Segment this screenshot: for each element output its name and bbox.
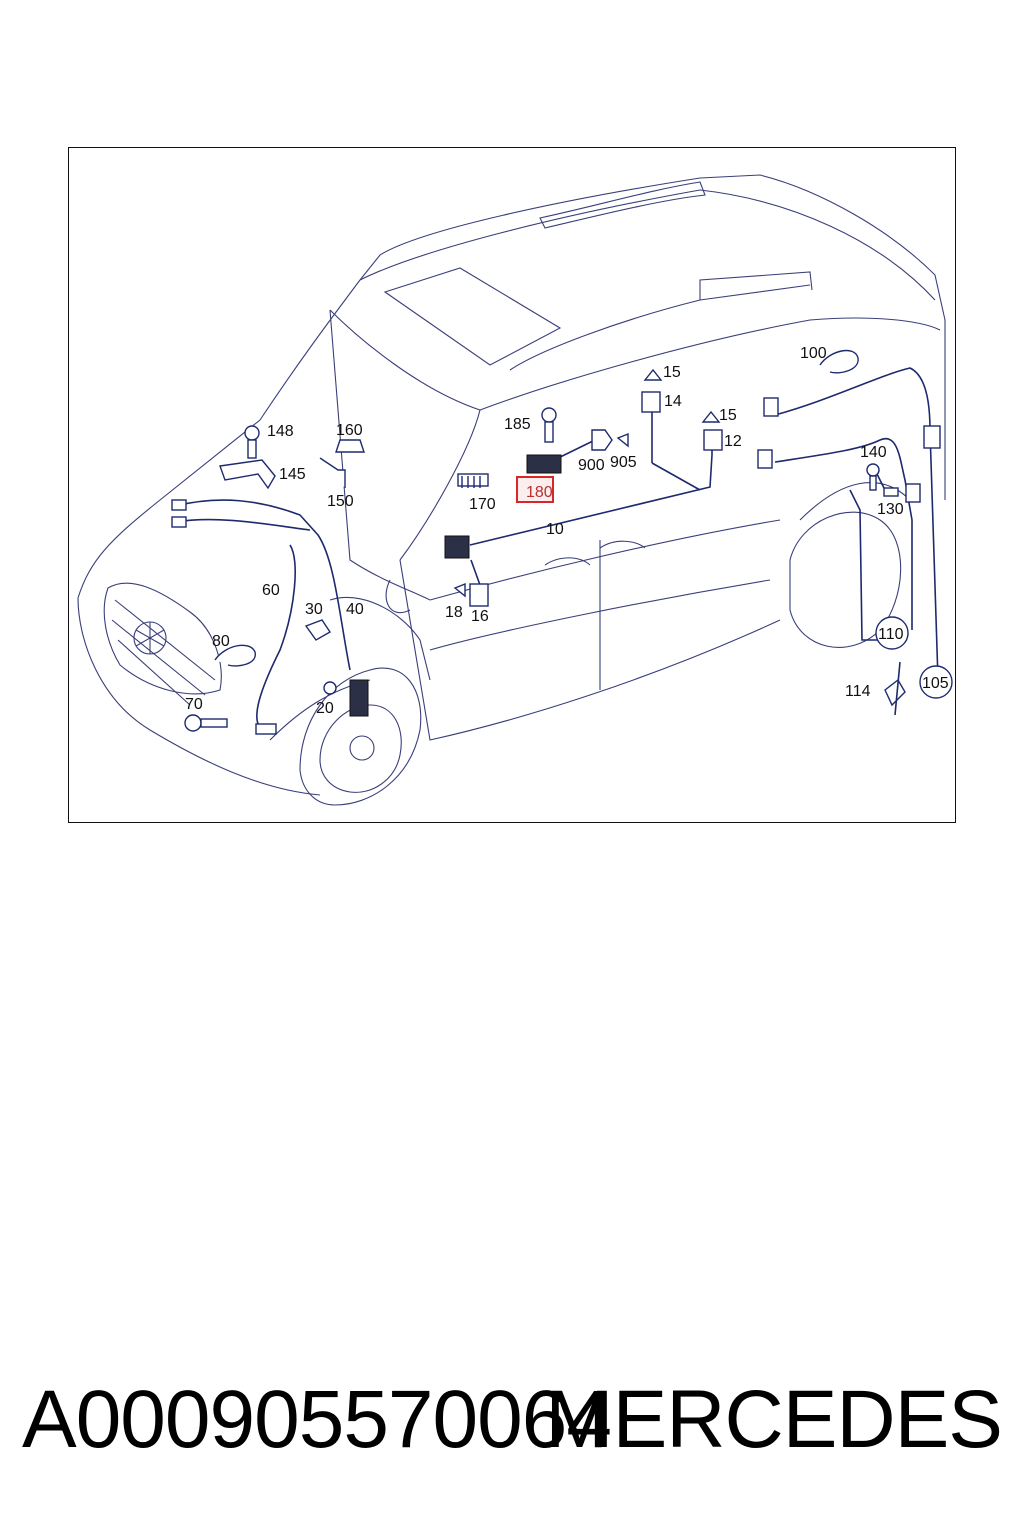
part-icons <box>171 349 953 735</box>
bracket-150-icon <box>319 457 346 488</box>
callout-12[interactable]: 12 <box>724 433 742 450</box>
bolt-185-icon <box>541 407 557 423</box>
module-180-icon <box>526 454 562 474</box>
connector-900-icon <box>591 429 613 451</box>
callout-15b[interactable]: 15 <box>719 407 737 424</box>
callout-110[interactable]: 110 <box>878 626 904 643</box>
fuses-170-icon <box>457 473 489 488</box>
callout-18[interactable]: 18 <box>445 604 463 621</box>
sensor-rear-lower-icon <box>757 449 773 469</box>
callout-170[interactable]: 170 <box>469 496 496 513</box>
callout-140[interactable]: 140 <box>860 444 887 461</box>
sensor-front-upper-icon <box>171 499 187 511</box>
van-body-outline <box>77 174 946 806</box>
diagram-frame <box>68 147 956 823</box>
plug-15b-icon <box>701 410 721 423</box>
bolt-130-icon <box>883 487 899 497</box>
sensor-front-lower-icon <box>171 516 187 528</box>
connector-rear-right-icon <box>923 425 941 449</box>
callout-180[interactable]: 180 <box>526 484 553 501</box>
housing-16-icon <box>469 583 489 607</box>
footer: A000905570064 MERCEDES <box>0 1370 1024 1480</box>
brand-name: MERCEDES <box>545 1374 1003 1465</box>
harness-branch <box>651 462 701 491</box>
connector-10-icon <box>444 535 470 559</box>
sensor-rear-upper-icon <box>763 397 779 417</box>
callout-185[interactable]: 185 <box>504 416 531 433</box>
callout-40[interactable]: 40 <box>346 601 364 618</box>
callout-150[interactable]: 150 <box>327 493 354 510</box>
callout-145[interactable]: 145 <box>279 466 306 483</box>
sensor-114-icon <box>884 678 906 707</box>
bolt-140-icon <box>866 463 880 477</box>
callout-900[interactable]: 900 <box>578 457 605 474</box>
callout-160[interactable]: 160 <box>336 422 363 439</box>
clip-80-icon <box>214 644 256 667</box>
connector-rear-mid-icon <box>905 483 921 503</box>
main-harness-10 <box>469 454 713 546</box>
wiring-harness <box>174 367 939 731</box>
callout-30[interactable]: 30 <box>305 601 323 618</box>
callout-60[interactable]: 60 <box>262 582 280 599</box>
callout-130[interactable]: 130 <box>877 501 904 518</box>
callout-70[interactable]: 70 <box>185 696 203 713</box>
sensor-60-end-icon <box>255 723 277 735</box>
pin-905-icon <box>616 432 629 448</box>
callout-15a[interactable]: 15 <box>663 364 681 381</box>
bolt-70-icon <box>184 714 202 732</box>
bracket-145-icon <box>219 459 276 490</box>
callout-circle-105 <box>919 665 953 699</box>
housing-14-icon <box>641 391 661 413</box>
plug-15a-icon <box>643 368 663 381</box>
part-number: A000905570064 <box>22 1374 612 1465</box>
clip-100-icon <box>819 349 859 374</box>
callout-circle-110 <box>875 616 909 650</box>
sensor-40-block-icon <box>349 679 369 717</box>
callout-20[interactable]: 20 <box>316 700 334 717</box>
callout-16[interactable]: 16 <box>471 608 489 625</box>
callout-labels: 100 15 14 15 12 185 900 905 180 170 10 1… <box>185 345 949 717</box>
callout-148[interactable]: 148 <box>267 423 294 440</box>
callout-100[interactable]: 100 <box>800 345 827 362</box>
callout-905[interactable]: 905 <box>610 454 637 471</box>
callout-80[interactable]: 80 <box>212 633 230 650</box>
highlight-box-180[interactable] <box>516 476 554 503</box>
callout-14[interactable]: 14 <box>664 393 682 410</box>
callout-114[interactable]: 114 <box>845 683 871 700</box>
callout-10[interactable]: 10 <box>546 521 564 538</box>
sensor-30-icon <box>304 619 331 641</box>
housing-12-icon <box>703 429 723 451</box>
bolt-148-icon <box>244 425 260 441</box>
nut-160-icon <box>335 439 365 453</box>
callout-105[interactable]: 105 <box>922 675 949 692</box>
pin-18-icon <box>453 582 466 598</box>
bolt-20-icon <box>323 681 337 695</box>
